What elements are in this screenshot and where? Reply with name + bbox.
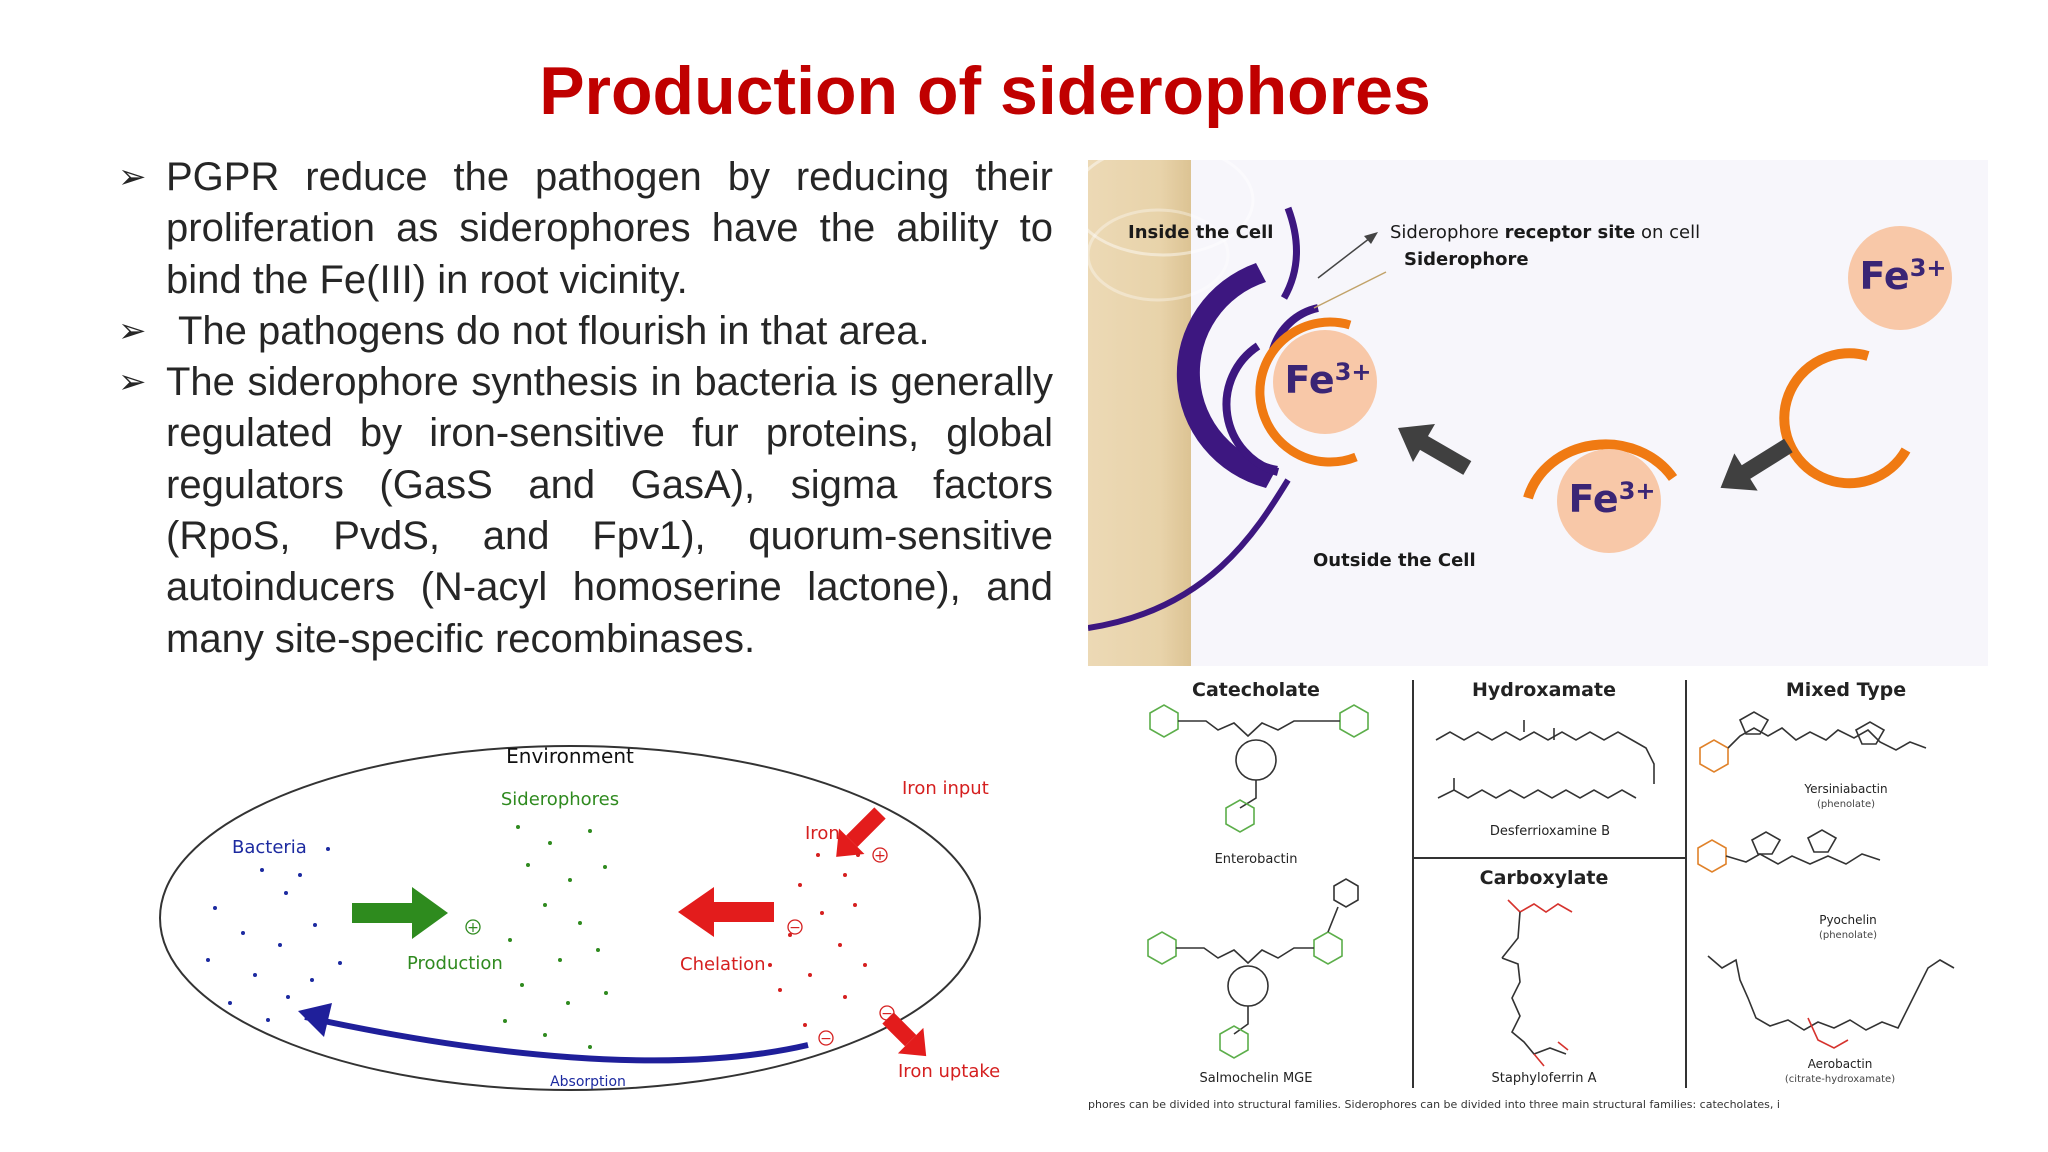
iron-ion	[1848, 226, 1952, 330]
bacteria-label: Bacteria	[232, 837, 307, 858]
svg-text:−: −	[820, 1031, 832, 1047]
iron-ion	[1273, 330, 1377, 434]
chelation-label: Chelation	[680, 954, 766, 975]
svg-text:−: −	[789, 920, 801, 936]
production-arrow-icon	[352, 887, 448, 939]
absorption-arrowhead-icon	[298, 1003, 332, 1037]
siderophore-dots	[503, 825, 608, 1049]
absorption-arrow	[304, 1014, 809, 1064]
pyochelin-structure	[1697, 829, 1881, 873]
iron-dots	[768, 853, 867, 1027]
bacteria-dots	[206, 847, 342, 1022]
environment-boundary	[159, 745, 981, 1091]
iron-uptake-label: Iron uptake	[898, 1061, 1000, 1082]
receptor-site-label: Siderophore receptor site on cell	[1390, 222, 1700, 243]
siderophore-receptor-site	[1176, 263, 1278, 488]
arrow-bullet-icon: ➢	[118, 311, 147, 350]
family-header: Carboxylate	[1480, 867, 1609, 889]
iron-ion	[1557, 449, 1661, 553]
bullet-item: ➢ The siderophore synthesis in bacteria i…	[118, 357, 1053, 665]
staphyloferrin-structure	[1501, 899, 1573, 1067]
iron-label: Fe3+	[1568, 477, 1655, 521]
iron-label: Fe3+	[1284, 358, 1371, 402]
chelation-arrow-icon	[678, 887, 774, 937]
compound-note: (phenolate)	[1817, 799, 1875, 810]
siderophores-label: Siderophores	[501, 789, 619, 810]
iron-input-label: Iron input	[902, 778, 989, 799]
production-label: Production	[407, 953, 503, 974]
siderophore-structures-figure: Catecholate Hydroxamate Mixed Type Carbo…	[1088, 668, 1988, 1112]
bullet-text: PGPR reduce the pathogen by reducing the…	[166, 155, 1053, 302]
figure-background	[1088, 160, 1988, 666]
iron-cycle-figure: Environment Siderophores Bacteria Iron I…	[159, 744, 1000, 1091]
compound-name: Pyochelin	[1819, 913, 1877, 927]
arrow-bullet-icon: ➢	[118, 363, 147, 402]
figure-caption: phores can be divided into structural fa…	[1088, 1098, 1780, 1111]
iron-label: Fe3+	[1859, 254, 1946, 298]
cell-sheen	[1088, 160, 1255, 257]
salmochelin-structure	[1147, 878, 1359, 1059]
bound-siderophore	[1255, 317, 1358, 467]
family-header: Catecholate	[1192, 679, 1320, 701]
compound-note: (phenolate)	[1819, 930, 1877, 941]
cell-sheen	[1088, 208, 1230, 302]
cell-wall-panel	[1088, 160, 1191, 666]
enterobactin-structure	[1149, 704, 1369, 833]
slide-title: Production of siderophores	[539, 53, 1431, 129]
iron-label: Iron	[805, 823, 840, 844]
free-siderophore	[1779, 348, 1911, 489]
iron-input-arrow-icon	[836, 807, 886, 857]
family-header: Mixed Type	[1786, 679, 1906, 701]
bullet-item: ➢ The pathogens do not flourish in that a…	[118, 306, 1053, 357]
compound-name: Staphyloferrin A	[1492, 1071, 1597, 1086]
siderophore-label: Siderophore	[1404, 249, 1529, 270]
outside-cell-label: Outside the Cell	[1313, 550, 1476, 571]
svg-text:−: −	[881, 1006, 893, 1022]
siderophore-cell-figure: Fe3+ Inside the Cell Outside the Cell Si…	[1088, 160, 1988, 666]
inside-cell-label: Inside the Cell	[1128, 222, 1273, 243]
iron-uptake-arrow-icon	[882, 1012, 927, 1057]
bullet-item: ➢ PGPR reduce the pathogen by reducing th…	[118, 152, 1053, 306]
desferrioxamine-structure	[1435, 720, 1655, 799]
cell-membrane-line	[1088, 478, 1291, 631]
siderophore-iron-complex	[1523, 439, 1678, 500]
siderophore-pointer-line	[1313, 271, 1387, 309]
figure-background	[1088, 668, 1988, 1112]
svg-text:+: +	[467, 920, 479, 936]
compound-name: Yersiniabactin	[1803, 782, 1887, 796]
family-header: Hydroxamate	[1472, 679, 1616, 701]
svg-text:+: +	[874, 848, 886, 864]
compound-name: Enterobactin	[1215, 852, 1298, 867]
bullet-text: The pathogens do not flourish in that ar…	[178, 308, 930, 353]
bullet-text: The siderophore synthesis in bacteria is…	[166, 360, 1053, 661]
environment-label: Environment	[506, 744, 634, 768]
pointer-arrowhead-icon	[1364, 232, 1378, 244]
cell-membrane-line	[1280, 206, 1300, 300]
arrow-bullet-icon: ➢	[118, 158, 147, 196]
cell-membrane-line	[1222, 342, 1280, 476]
absorption-label: Absorption	[550, 1074, 626, 1090]
yersiniabactin-structure	[1699, 711, 1927, 773]
compound-name: Desferrioxamine B	[1490, 824, 1610, 839]
receptor-pointer-line	[1317, 237, 1371, 279]
compound-name: Salmochelin MGE	[1200, 1071, 1313, 1086]
aerobactin-structure	[1707, 955, 1955, 1049]
charge-markers: + − + − −	[465, 847, 895, 1047]
compound-name: Aerobactin	[1808, 1057, 1873, 1071]
transport-arrow-icon	[1398, 423, 1472, 475]
transport-arrow-icon	[1720, 438, 1793, 491]
compound-note: (citrate-hydroxamate)	[1785, 1074, 1895, 1085]
bullet-list: ➢ PGPR reduce the pathogen by reducing th…	[118, 152, 1053, 665]
